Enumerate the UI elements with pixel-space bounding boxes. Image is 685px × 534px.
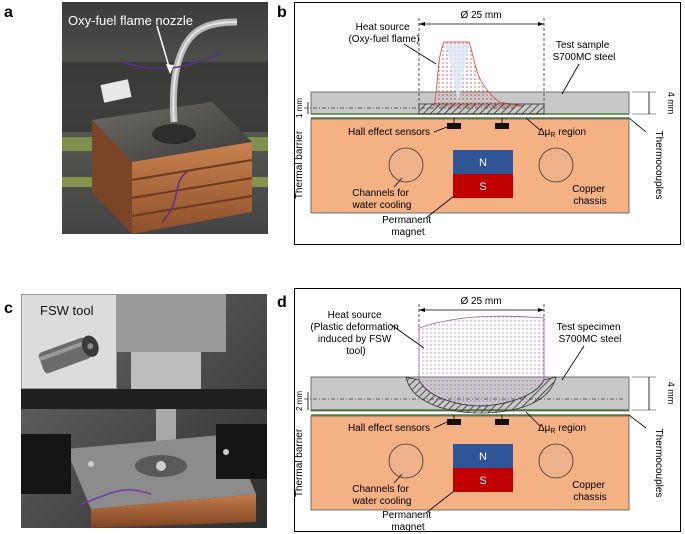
photo-fsw-illustration bbox=[21, 294, 267, 528]
heat-source-label-b: Heat source (Oxy-fuel flame) bbox=[348, 22, 419, 45]
photo-oxyfuel-illustration bbox=[62, 2, 268, 234]
affected-zone bbox=[418, 103, 545, 115]
fsw-tool-image bbox=[22, 295, 116, 388]
nozzle-label: Oxy-fuel flame nozzle bbox=[68, 13, 193, 28]
sample-label-b: Test sample S700MC steel bbox=[553, 40, 616, 63]
hall-sensor-4 bbox=[495, 419, 509, 425]
panel-letter-d: d bbox=[277, 294, 287, 311]
cooling-channel-2 bbox=[538, 147, 574, 183]
north-label-b: N bbox=[479, 157, 487, 169]
south-label-b: S bbox=[479, 181, 486, 193]
cooling-channel-1 bbox=[388, 147, 424, 183]
diagram-fsw: Ø 25 mm Heat source (Plastic deformation… bbox=[294, 296, 676, 532]
thermal-barrier-label-b: Thermal barrier bbox=[294, 130, 305, 199]
thickness-label-b: 4 mm bbox=[666, 92, 676, 115]
sample-label-d: Test specimen S700MC steel bbox=[557, 322, 624, 345]
panel-letter-a: a bbox=[4, 4, 13, 21]
panel-letter-c: c bbox=[4, 300, 13, 317]
chassis-label-d: Copper chassis bbox=[572, 480, 608, 503]
channels-label-d: Channels for water cooling bbox=[352, 484, 412, 507]
magnet-label-b: Permanent magnet bbox=[382, 215, 434, 238]
magnet-south bbox=[453, 174, 513, 198]
chassis-label-b: Copper chassis bbox=[572, 184, 608, 207]
hall-sensor-3 bbox=[447, 419, 461, 425]
hall-label-b: Hall effect sensors bbox=[348, 127, 430, 138]
hall-label-d: Hall effect sensors bbox=[348, 423, 430, 434]
panel-letter-b: b bbox=[277, 4, 287, 21]
cooling-channel-3 bbox=[388, 443, 424, 479]
diagram-oxyfuel: Ø 25 mm Heat source (Oxy-fuel flame) Tes… bbox=[294, 10, 676, 238]
north-label-d: N bbox=[479, 451, 487, 463]
south-label-d: S bbox=[479, 475, 486, 487]
magnet-label-d: Permanent magnet bbox=[382, 510, 434, 532]
delta-region-label-d: ΔμR region bbox=[538, 423, 586, 435]
thermocouples-label-b: Thermocouples bbox=[653, 131, 664, 200]
heat-source-label-d: Heat source (Plastic deformation induced… bbox=[310, 310, 401, 357]
depth-label-b: 1 mm bbox=[295, 98, 304, 118]
cooling-channel-4 bbox=[538, 443, 574, 479]
hall-sensor-2 bbox=[495, 123, 509, 129]
panel-d-frame bbox=[294, 288, 681, 532]
thickness-label-d: 4 mm bbox=[666, 382, 676, 405]
hall-sensor-1 bbox=[447, 123, 461, 129]
dimension-width-b: Ø 25 mm bbox=[460, 10, 501, 21]
thermal-barrier-label-d: Thermal barrier bbox=[294, 428, 305, 497]
delta-region-label-b: ΔμR region bbox=[538, 127, 586, 139]
fsw-tool-inset: FSW tool bbox=[21, 294, 117, 389]
depth-label-d: 2 mm bbox=[295, 391, 304, 411]
thermocouples-label-d: Thermocouples bbox=[653, 429, 664, 498]
photo-oxyfuel-setup: Oxy-fuel flame nozzle bbox=[62, 2, 268, 234]
magnet-north bbox=[453, 150, 513, 174]
dimension-width-d: Ø 25 mm bbox=[460, 296, 501, 307]
photo-fsw-setup: FSW tool bbox=[21, 294, 267, 528]
channels-label-b: Channels for water cooling bbox=[352, 188, 412, 211]
panel-b-frame bbox=[294, 2, 681, 245]
fsw-tool-label: FSW tool bbox=[40, 303, 94, 318]
fsw-deformation-zone bbox=[418, 315, 545, 407]
